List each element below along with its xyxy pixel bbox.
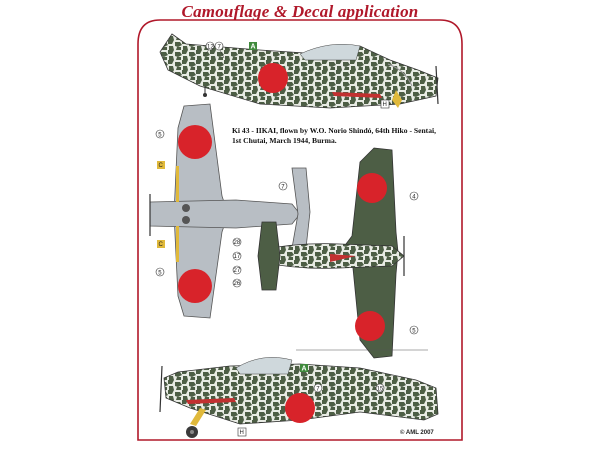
callout-7: 7 — [218, 45, 222, 51]
callout-12: 12 — [207, 45, 214, 51]
callout-C: C — [159, 242, 164, 248]
callout-5: 5 — [412, 329, 416, 335]
top-profile-callouts: 12 7 A H — [203, 41, 390, 109]
topside-view — [257, 147, 405, 359]
callout-15: 15 — [377, 387, 384, 393]
hinomaru-marking — [355, 311, 385, 341]
callout-26: 26 — [234, 281, 241, 287]
callout-7: 7 — [281, 185, 285, 191]
hinomaru-marking — [178, 269, 212, 303]
callout-17: 17 — [234, 254, 241, 260]
sheet-frame — [137, 19, 463, 441]
underside-callouts: 5 7 C C 5 — [155, 129, 288, 277]
hinomaru-marking — [178, 125, 212, 159]
hinomaru-marking — [285, 393, 315, 423]
hinomaru-marking — [357, 173, 387, 203]
callout-A: A — [251, 44, 256, 51]
bottom-side-profile — [159, 349, 439, 438]
callout-27: 27 — [234, 268, 241, 274]
underside-view — [149, 103, 311, 319]
bottom-profile-callouts: A 7 15 H — [237, 364, 385, 437]
callout-28: 28 — [234, 240, 241, 246]
callout-7: 7 — [316, 387, 320, 393]
top-side-profile — [159, 33, 439, 109]
caption-line-1: Ki 43 - IIKAI, flown by W.O. Norio Shind… — [232, 126, 437, 135]
hinomaru-marking — [258, 63, 288, 93]
copyright-notice: © AML 2007 — [400, 430, 434, 436]
callout-H: H — [383, 102, 387, 108]
callout-5: 5 — [158, 133, 162, 139]
sheet-title: Camouflage & Decal application — [181, 2, 419, 21]
caption-line-2: 1st Chutai, March 1944, Burma. — [232, 136, 337, 145]
callout-H: H — [240, 430, 244, 436]
aircraft-caption: Ki 43 - IIKAI, flown by W.O. Norio Shind… — [232, 126, 437, 146]
callout-A: A — [302, 366, 307, 373]
topside-callouts: 4 28 17 27 26 5 — [232, 191, 419, 335]
callout-C: C — [159, 163, 164, 169]
callout-4: 4 — [412, 195, 416, 201]
callout-5: 5 — [158, 271, 162, 277]
